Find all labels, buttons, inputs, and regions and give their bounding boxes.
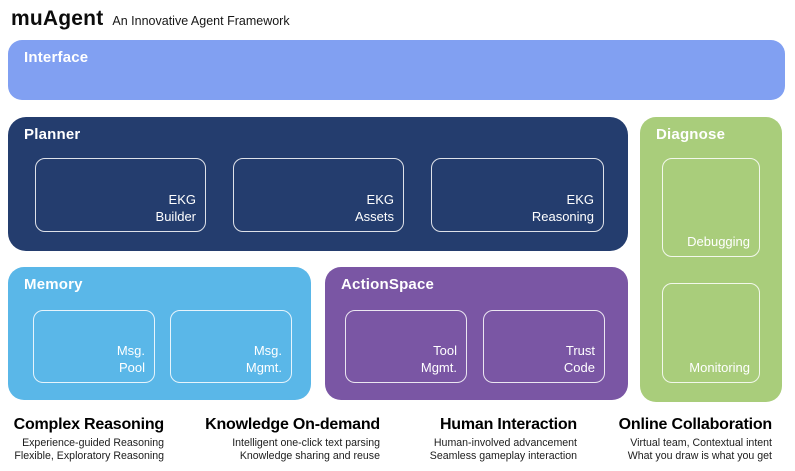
- diagram-header: muAgent An Innovative Agent Framework: [11, 7, 290, 31]
- feature-line: Human-involved advancement: [433, 437, 577, 449]
- msg-mgmt-label: Msg. Mgmt.: [246, 342, 282, 376]
- actionspace-layer-box: ActionSpace Tool Mgmt. Trust Code: [325, 267, 628, 400]
- ekg-assets-line2: Assets: [354, 208, 394, 224]
- ekg-builder-line2: Builder: [155, 208, 196, 224]
- interface-layer-label: Interface: [24, 49, 89, 66]
- ekg-builder-label: EKG Builder: [156, 191, 196, 225]
- memory-layer-label: Memory: [24, 276, 83, 293]
- ekg-builder-line1: EKG: [168, 191, 196, 207]
- feature-line: Experience-guided Reasoning: [22, 437, 164, 449]
- debugging-box: Debugging: [662, 158, 760, 257]
- tool-mgmt-label: Tool Mgmt.: [421, 342, 457, 376]
- msg-pool-label: Msg. Pool: [117, 342, 145, 376]
- feature-online-collaboration: Online Collaboration Virtual team, Conte…: [522, 416, 773, 463]
- debugging-label: Debugging: [687, 233, 750, 250]
- msg-pool-box: Msg. Pool: [33, 310, 155, 383]
- feature-line: Virtual team, Contextual intent: [630, 437, 772, 449]
- tool-mgmt-line1: Tool: [433, 342, 457, 358]
- feature-title: Knowledge On-demand: [205, 416, 380, 433]
- debugging-text: Debugging: [687, 233, 750, 249]
- feature-complex-reasoning: Complex Reasoning Experience-guided Reas…: [0, 416, 165, 463]
- feature-title: Online Collaboration: [618, 416, 773, 433]
- feature-line: Seamless gameplay interaction: [429, 450, 577, 462]
- planner-layer-label: Planner: [24, 126, 81, 143]
- monitoring-label: Monitoring: [689, 359, 750, 376]
- msg-pool-line2: Pool: [118, 359, 145, 375]
- ekg-reasoning-box: EKG Reasoning: [431, 158, 604, 232]
- feature-line: Intelligent one-click text parsing: [232, 437, 380, 449]
- diagnose-layer-box: Diagnose Debugging Monitoring: [640, 117, 782, 402]
- ekg-reasoning-label: EKG Reasoning: [532, 191, 594, 225]
- feature-line: Flexible, Exploratory Reasoning: [14, 450, 164, 462]
- monitoring-box: Monitoring: [662, 283, 760, 383]
- trust-code-line1: Trust: [565, 342, 595, 358]
- tool-mgmt-line2: Mgmt.: [420, 359, 457, 375]
- feature-line: Knowledge sharing and reuse: [239, 450, 380, 462]
- ekg-reasoning-line1: EKG: [566, 191, 594, 207]
- feature-title: Complex Reasoning: [13, 416, 165, 433]
- app-title: muAgent: [11, 7, 104, 30]
- msg-pool-line1: Msg.: [116, 342, 145, 358]
- ekg-reasoning-line2: Reasoning: [531, 208, 594, 224]
- memory-layer-box: Memory Msg. Pool Msg. Mgmt.: [8, 267, 311, 400]
- ekg-builder-box: EKG Builder: [35, 158, 206, 232]
- tool-mgmt-box: Tool Mgmt.: [345, 310, 467, 383]
- ekg-assets-box: EKG Assets: [233, 158, 404, 232]
- diagnose-layer-label: Diagnose: [656, 126, 726, 143]
- interface-layer-box: Interface: [8, 40, 785, 100]
- trust-code-label: Trust Code: [564, 342, 595, 376]
- app-subtitle: An Innovative Agent Framework: [112, 14, 290, 28]
- msg-mgmt-line1: Msg.: [253, 342, 282, 358]
- ekg-assets-label: EKG Assets: [355, 191, 394, 225]
- trust-code-line2: Code: [563, 359, 595, 375]
- feature-line: What you draw is what you get: [627, 450, 772, 462]
- monitoring-text: Monitoring: [689, 359, 750, 375]
- msg-mgmt-box: Msg. Mgmt.: [170, 310, 292, 383]
- feature-title: Human Interaction: [439, 416, 577, 433]
- planner-layer-box: Planner EKG Builder EKG Assets EKG Reaso…: [8, 117, 628, 251]
- msg-mgmt-line2: Mgmt.: [245, 359, 282, 375]
- trust-code-box: Trust Code: [483, 310, 605, 383]
- feature-knowledge-on-demand: Knowledge On-demand Intelligent one-clic…: [130, 416, 380, 463]
- feature-human-interaction: Human Interaction Human-involved advance…: [327, 416, 577, 463]
- ekg-assets-line1: EKG: [366, 191, 394, 207]
- actionspace-layer-label: ActionSpace: [341, 276, 435, 293]
